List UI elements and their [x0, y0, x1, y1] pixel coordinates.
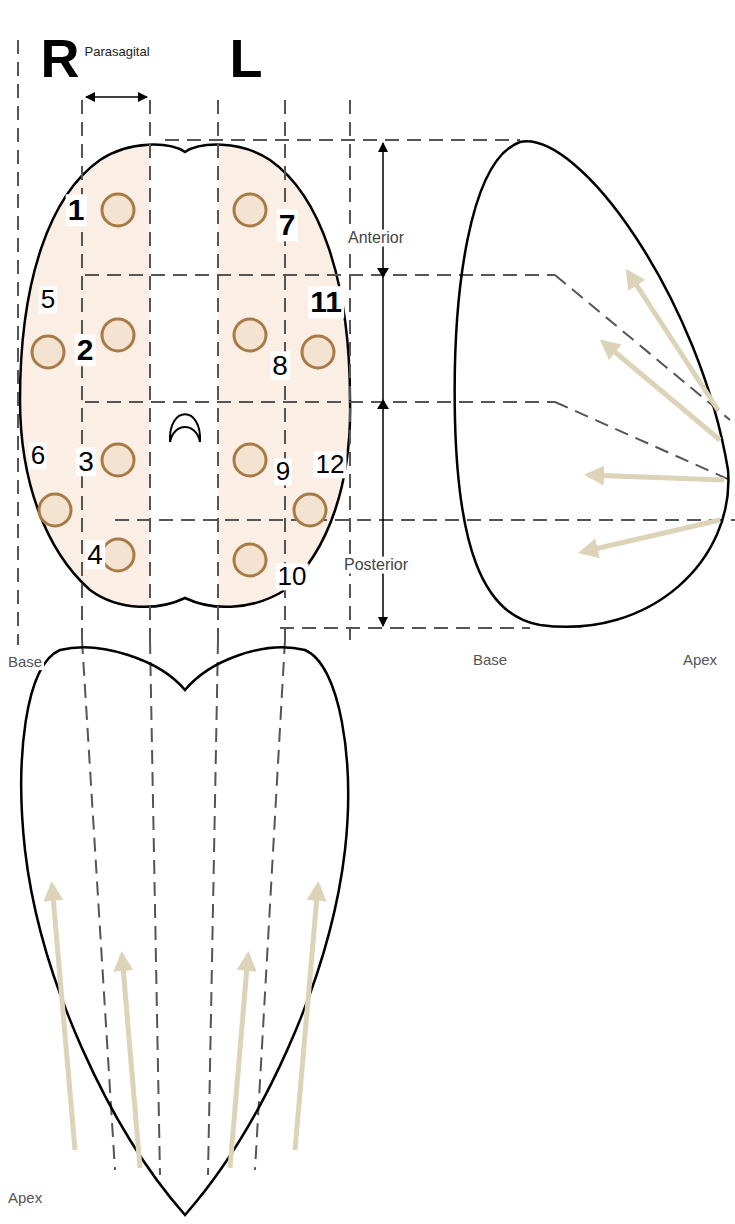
callout-number: 4	[85, 540, 105, 569]
prostate-axial-outline	[20, 145, 350, 607]
callout-number: 2	[75, 334, 96, 366]
callout-number: 11	[308, 286, 344, 318]
needle-path	[582, 272, 724, 552]
callout-number: 7	[277, 209, 298, 241]
region-label: Posterior	[342, 557, 410, 574]
callout-number: 9	[274, 458, 292, 485]
region-label: Base	[471, 652, 509, 668]
region-label: Apex	[681, 652, 719, 668]
dimension-label: Parasagital	[82, 45, 151, 59]
callout-number: 12	[314, 451, 347, 478]
urethra	[170, 414, 200, 442]
prostate-coronal-outline	[21, 647, 348, 1215]
biopsy-zone	[20, 140, 353, 620]
region-label: Apex	[6, 1190, 44, 1206]
callout-number: 8	[270, 351, 290, 380]
side-letter: L	[228, 30, 265, 87]
biopsy-core	[32, 194, 334, 576]
dimension-tick	[377, 268, 389, 409]
needle-path	[52, 885, 318, 1168]
region-label: Anterior	[346, 230, 406, 247]
callout-number: 1	[66, 194, 87, 226]
callout-number: 3	[76, 447, 96, 476]
dimension-arrow	[86, 96, 147, 98]
side-letter: R	[39, 30, 82, 87]
grid-line	[18, 40, 735, 1175]
callout-number: 6	[29, 442, 47, 469]
callout-number: 10	[276, 563, 309, 590]
prostate-sagittal-outline	[455, 141, 729, 626]
callout-number: 5	[39, 286, 57, 313]
dimension-arrow	[382, 143, 384, 626]
region-label: Base	[6, 654, 44, 670]
